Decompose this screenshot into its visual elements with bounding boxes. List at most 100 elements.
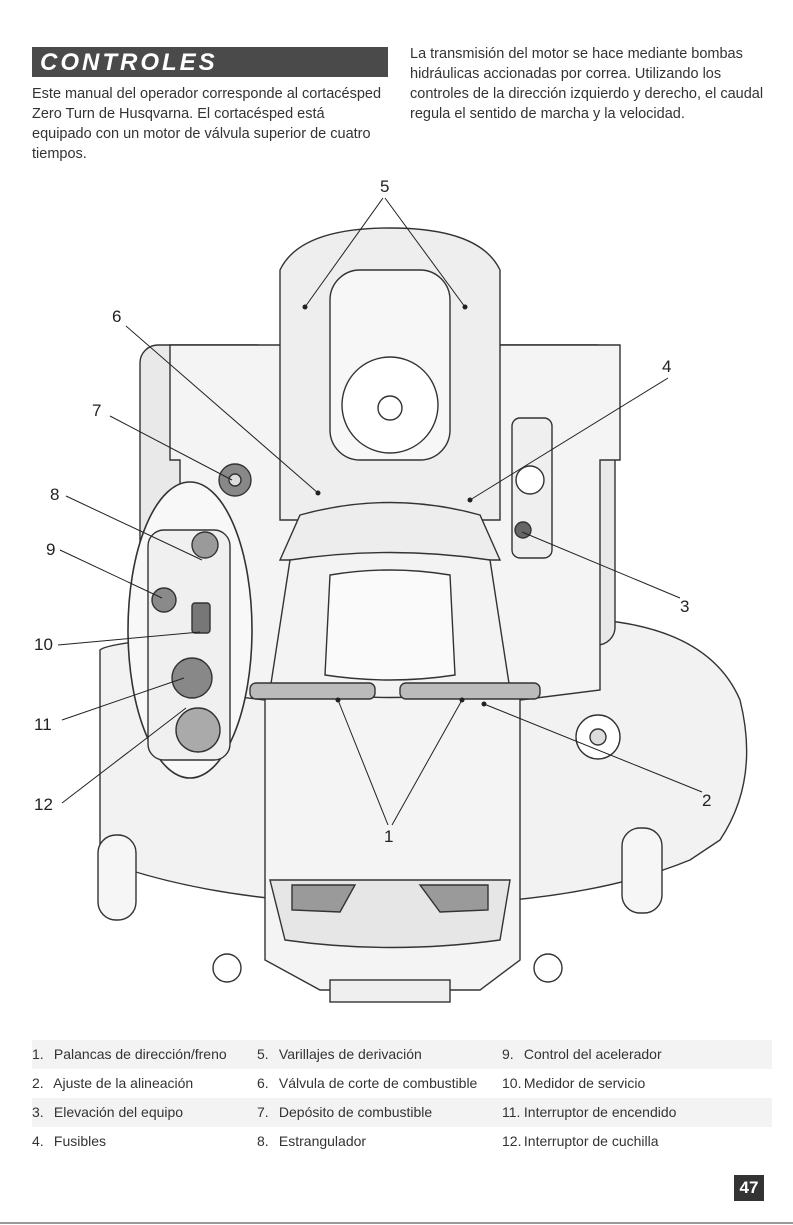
legend-number: 2. — [32, 1075, 44, 1091]
blade-switch — [175, 707, 221, 753]
mower-illustration — [97, 227, 748, 1003]
leader-dot-5b — [462, 304, 468, 310]
fuel-cap-center — [228, 473, 242, 487]
legend-item: 10. Medidor de servicio — [502, 1075, 645, 1091]
callout-5: 5 — [380, 177, 389, 196]
legend-label: Fusibles — [53, 1133, 107, 1149]
callout-3: 3 — [680, 597, 689, 616]
front-caster-right — [621, 827, 663, 914]
leader-dots — [302, 304, 487, 707]
legend-item: 4. Fusibles — [32, 1133, 106, 1149]
deck-pulley-hub — [589, 728, 607, 746]
leader-line-12 — [61, 707, 187, 804]
control-panel-plate — [147, 529, 231, 761]
intro-paragraph-right: La transmisión del motor se hace mediant… — [410, 46, 764, 122]
legend-number: 11. — [502, 1104, 521, 1120]
legend-label: Control del acelerador — [523, 1046, 662, 1062]
callout-8: 8 — [50, 485, 59, 504]
legend-label: Depósito de combustible — [278, 1104, 433, 1120]
legend-label: Varillajes de derivación — [278, 1046, 422, 1062]
steering-lever-left — [249, 682, 376, 700]
legend-item: 3. Elevación del equipo — [32, 1104, 183, 1120]
hour-meter — [191, 602, 211, 634]
leader-line-9 — [59, 549, 163, 599]
leader-line-4 — [469, 377, 669, 501]
callout-4: 4 — [662, 357, 671, 376]
leader-lines — [57, 197, 703, 826]
legend-row: 4. Fusibles 8. Estrangulador 12. Interru… — [32, 1127, 772, 1156]
legend-number: 12. — [502, 1133, 522, 1149]
leader-dot-1a — [335, 697, 341, 703]
engine-hub — [377, 395, 403, 421]
front-bumper — [329, 979, 451, 1003]
callout-1: 1 — [384, 827, 393, 846]
leader-dot-4 — [467, 497, 473, 503]
parts-legend: 1. Palancas de dirección/freno 5. Varill… — [32, 1040, 772, 1156]
legend-row: 2. Ajuste de la alineación 6. Válvula de… — [32, 1069, 772, 1098]
legend-number: 3. — [32, 1104, 44, 1120]
legend-number: 4. — [32, 1133, 44, 1149]
legend-row: 3. Elevación del equipo 7. Depósito de c… — [32, 1098, 772, 1127]
leader-line-11 — [61, 677, 185, 721]
front-pivot-right — [533, 953, 563, 983]
foot-pan-grip-left — [291, 884, 357, 913]
seat-back — [278, 501, 502, 561]
legend-number: 5. — [257, 1046, 269, 1062]
legend-number: 7. — [257, 1104, 269, 1120]
legend-label: Interruptor de cuchilla — [523, 1133, 659, 1149]
callout-7: 7 — [92, 401, 101, 420]
leader-line-10 — [57, 631, 201, 646]
intro-paragraph-left: Este manual del operador corresponde al … — [32, 86, 382, 162]
legend-label: Ajuste de la alineación — [53, 1075, 194, 1091]
leader-dot-1b — [459, 697, 465, 703]
page-number: 47 — [734, 1175, 764, 1201]
callout-9: 9 — [46, 540, 55, 559]
section-title: CONTROLES — [40, 49, 218, 76]
bottom-rule — [0, 1222, 793, 1224]
leader-line-2 — [483, 703, 703, 793]
leader-dot-5a — [302, 304, 308, 310]
legend-number: 1. — [32, 1046, 44, 1062]
seat-inner — [324, 569, 456, 681]
legend-label: Medidor de servicio — [523, 1075, 646, 1091]
legend-label: Válvula de corte de combustible — [278, 1075, 478, 1091]
legend-item: 8. Estrangulador — [257, 1133, 366, 1149]
deck-lift-pivot — [514, 521, 532, 539]
callout-12: 12 — [34, 795, 53, 814]
leader-line-6 — [125, 325, 319, 494]
legend-item: 6. Válvula de corte de combustible — [257, 1075, 477, 1091]
callout-11: 11 — [34, 715, 52, 734]
legend-label: Estrangulador — [278, 1133, 367, 1149]
leader-line-8 — [65, 495, 203, 561]
throttle-knob — [151, 587, 177, 613]
leader-line-7 — [109, 415, 233, 481]
steering-lever-right — [399, 682, 541, 700]
legend-item: 11. Interruptor de encendido — [502, 1104, 676, 1120]
legend-item: 5. Varillajes de derivación — [257, 1046, 422, 1062]
choke-knob — [191, 531, 219, 559]
mower-controls-diagram: 1 2 3 4 5 6 7 8 9 10 11 12 — [34, 177, 748, 1003]
legend-item: 2. Ajuste de la alineación — [32, 1075, 193, 1091]
legend-number: 8. — [257, 1133, 269, 1149]
leader-line-1 — [337, 699, 463, 826]
callout-6: 6 — [112, 307, 121, 326]
callout-10: 10 — [34, 635, 53, 654]
ignition-switch — [171, 657, 213, 699]
legend-row: 1. Palancas de dirección/freno 5. Varill… — [32, 1040, 772, 1069]
legend-label: Elevación del equipo — [53, 1104, 184, 1120]
front-caster-left — [97, 834, 137, 921]
legend-number: 10. — [502, 1075, 522, 1091]
legend-label: Interruptor de encendido — [523, 1104, 677, 1120]
legend-item: 1. Palancas de dirección/freno — [32, 1046, 227, 1062]
foot-pan-grip-right — [418, 884, 489, 913]
leader-line-3 — [521, 531, 681, 599]
legend-number: 6. — [257, 1075, 269, 1091]
leader-line-5 — [304, 197, 466, 308]
legend-number: 9. — [502, 1046, 514, 1062]
legend-item: 9. Control del acelerador — [502, 1046, 662, 1062]
legend-item: 7. Depósito de combustible — [257, 1104, 432, 1120]
deck-lift-knob — [515, 465, 545, 495]
callout-numbers: 1 2 3 4 5 6 7 8 9 10 11 12 — [34, 177, 711, 846]
leader-dot-2 — [481, 701, 487, 707]
front-pivot-left — [212, 953, 242, 983]
